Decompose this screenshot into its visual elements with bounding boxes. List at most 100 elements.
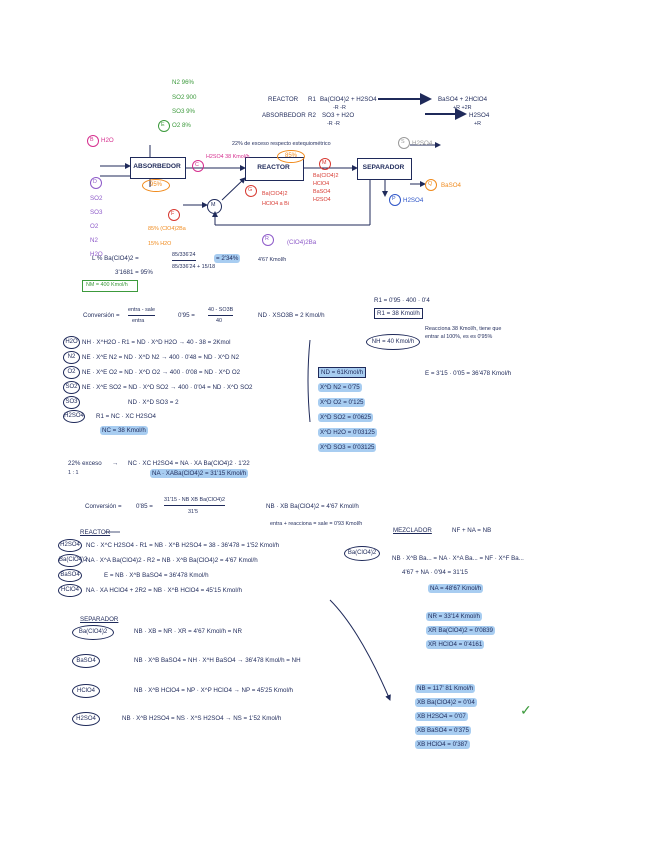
separator-tag-hclo4: HClO4 bbox=[72, 684, 100, 698]
check-mark-icon: ✓ bbox=[520, 702, 532, 718]
separator-right-xr-hclo4: XR HClO4 = 0'4161 bbox=[426, 640, 485, 649]
tag-so3: SO3 bbox=[63, 396, 80, 409]
absorber-unit-label: ABSORBEDOR bbox=[133, 163, 181, 170]
reactor-conversion-85: 85% bbox=[277, 150, 305, 163]
mixer-result: NA = 48'67 Kmol/h bbox=[428, 584, 484, 593]
separator-tag-h2so4: H2SO4 bbox=[72, 712, 100, 726]
separator-line-baclo4: NB · XB = NR · XR = 4'67 Kmol/h = NR bbox=[134, 628, 242, 635]
r1-equation: Ba(ClO4)2 + H2SO4 bbox=[320, 96, 377, 103]
recycle-list-3: H2SO4 bbox=[313, 197, 331, 203]
r2-product-coefficients: +R bbox=[474, 121, 482, 127]
reactor-tag-baclo4: Ba(ClO4)2 bbox=[58, 554, 87, 567]
separator-right-xb-h2so4: XB H2SO4 = 0'07 bbox=[415, 712, 468, 721]
stream-g-marker bbox=[245, 185, 257, 197]
mixer-unit bbox=[207, 199, 222, 214]
reactor-top-note: entra + reacciona = sale = 0'93 Kmol/h bbox=[270, 521, 363, 527]
r1-label: R1 bbox=[308, 96, 316, 103]
tag-h2so4: H2SO4 bbox=[63, 410, 85, 423]
reactor-line-baclo4: NA · X^A Ba(ClO4)2 - R2 = NB · X^B Ba(Cl… bbox=[86, 557, 258, 564]
reactor-tag-h2so4: H2SO4 bbox=[58, 539, 82, 552]
excess-note: 22% de exceso respecto estequiométrico bbox=[232, 141, 331, 147]
absorber-conversion-label: Conversión = bbox=[83, 312, 120, 319]
r1-products: BaSO4 + 2HClO4 bbox=[438, 96, 488, 103]
absorber-line-so3: ND · X^D SO3 = 2 bbox=[128, 399, 179, 406]
stream-b-marker bbox=[87, 135, 99, 147]
r2-products: H2SO4 bbox=[469, 112, 490, 119]
stream-s-marker bbox=[398, 137, 410, 149]
stream-p-marker bbox=[389, 194, 401, 206]
composition-o2: O2 8% bbox=[172, 122, 191, 129]
recycle-list-2: BaSO4 bbox=[313, 189, 331, 195]
stream-q-marker bbox=[425, 179, 437, 191]
stream-p-letter: P bbox=[392, 196, 396, 202]
e-result-label: E = 3'15 · 0'05 = 36'478 Kmol/h bbox=[425, 370, 512, 377]
stream-q-text: BaSO4 bbox=[441, 182, 461, 189]
stream-m-letter: M bbox=[322, 160, 327, 166]
stream-g-text-1: HClO4 a Bi bbox=[262, 201, 289, 207]
absorber-conversion-value: 0'95 = bbox=[178, 312, 195, 319]
separator-line-hclo4: NB · X^B HClO4 = NP · X^P HClO4 → NP = 4… bbox=[134, 687, 293, 694]
stream-s-text: H2SO4 bbox=[412, 140, 433, 147]
excess-result: NA · XABa(ClO4)2 = 31'15 Kmol/h bbox=[150, 469, 249, 478]
composition-n2: N2 96% bbox=[172, 79, 195, 86]
nh-oval: NH = 40 Kmol/h bbox=[366, 334, 420, 350]
stream-d-so2: SO2 bbox=[90, 195, 103, 202]
pct-line-label: L % Ba(ClO4)2 = bbox=[92, 255, 139, 262]
excess-label: 22% exceso bbox=[68, 460, 102, 467]
absorber-conversion-95: 95% bbox=[142, 179, 170, 192]
stream-b-text: H2O bbox=[101, 137, 114, 144]
excess-equation: NC · XC H2SO4 = NA · XA Ba(ClO4)2 · 1'22 bbox=[128, 460, 250, 467]
absorber-line-so2: NE · X^E SO2 = ND · X^D SO2 → 400 · 0'04… bbox=[82, 384, 253, 391]
separator-right-xb-hclo4: XB HClO4 = 0'387 bbox=[415, 740, 470, 749]
reactor-line-baso4: E = NB · X^B BaSO4 = 36'478 Kmol/h bbox=[104, 572, 209, 579]
stream-f-letter: F bbox=[171, 211, 175, 217]
stream-r-text: (ClO4)2Ba bbox=[287, 239, 317, 246]
absorber-line-h2o: NH · X^H2O - R1 = ND · X^D H2O → 40 - 38… bbox=[82, 339, 231, 346]
absorber-conversion-denominator: entra bbox=[132, 318, 145, 324]
r2-equation: SO3 + H2O bbox=[322, 112, 355, 119]
right-note-1: entrar al 100%, es es 0'95% bbox=[425, 334, 493, 340]
recycle-list-1: HClO4 bbox=[313, 181, 330, 187]
stream-d-h2o: H2O bbox=[90, 251, 103, 258]
absorber-line-n2: NE · X^E N2 = ND · X^D N2 → 400 · 0'48 =… bbox=[82, 354, 240, 361]
stream-e-letter: E bbox=[161, 122, 165, 128]
reactor-line-h2so4: NC · X^C H2SO4 - R1 = NB · X^B H2SO4 = 3… bbox=[86, 542, 280, 549]
stream-d-n2: N2 bbox=[90, 237, 98, 244]
separator-unit bbox=[357, 158, 412, 180]
absorber-line-h2so4: R1 = NC · XC H2SO4 bbox=[96, 413, 157, 420]
separator-right-xr-baclo4: XR Ba(ClO4)2 = 0'0839 bbox=[426, 626, 495, 635]
stream-q-letter: Q bbox=[428, 181, 433, 187]
mixer-line-1: NB · X^B Ba... = NA · X^A Ba... = NF · X… bbox=[392, 555, 524, 562]
reactor-conversion-value: 0'85 = bbox=[136, 503, 153, 510]
r1-product-coefficients: +R +2R bbox=[453, 105, 472, 111]
fraction-so3: X^D SO3 = 0'03125 bbox=[318, 443, 377, 452]
excess-ratio: 1 : 1 bbox=[68, 470, 79, 476]
r2-coefficients: -R -R bbox=[327, 121, 340, 127]
excess-arrow: → bbox=[112, 460, 119, 467]
feed-text-0: 85% (ClO4)2Ba bbox=[148, 226, 186, 232]
reactor-section-title: REACTOR bbox=[80, 529, 111, 536]
reactor-conversion-result: NB · XB Ba(ClO4)2 = 4'67 Kmol/h bbox=[266, 503, 359, 510]
recycle-list-0: Ba(ClO4)2 bbox=[313, 173, 339, 179]
reactor-unit-label: REACTOR bbox=[257, 164, 290, 171]
composition-so3: SO3 9% bbox=[172, 108, 196, 115]
stream-r-letter: R bbox=[265, 236, 269, 242]
separator-tag-baso4: BaSO4 bbox=[72, 654, 100, 668]
reactor-conversion-numerator: 31'15 - NB XB Ba(ClO4)2 bbox=[164, 496, 225, 506]
reactor-conversion-label: Conversión = bbox=[85, 503, 122, 510]
stream-r-marker bbox=[262, 234, 274, 246]
mixer-label: M bbox=[211, 202, 216, 208]
tag-h2o: H2O bbox=[63, 336, 80, 349]
stream-g-text-0: Ba(ClO4)2 bbox=[262, 191, 288, 197]
stream-p-text: H2SO4 bbox=[403, 197, 424, 204]
absorber-conversion-numerator: entra - sale bbox=[128, 306, 155, 316]
fraction-h2o: X^D H2O = 0'03125 bbox=[318, 428, 377, 437]
pct-result: = 2'34% bbox=[214, 254, 241, 263]
mixer-line-2: 4'67 + NA · 0'94 = 31'15 bbox=[402, 569, 468, 576]
stream-b-letter: B bbox=[90, 137, 94, 143]
separator-right-xb-baclo4: XB Ba(ClO4)2 = 0'04 bbox=[415, 698, 477, 707]
stream-d-so3: SO3 bbox=[90, 209, 103, 216]
stream-m-marker bbox=[319, 158, 331, 170]
fraction-n2: X^D N2 = 0'75 bbox=[318, 383, 362, 392]
nd-box: ND = 61Kmol/h bbox=[318, 367, 367, 378]
